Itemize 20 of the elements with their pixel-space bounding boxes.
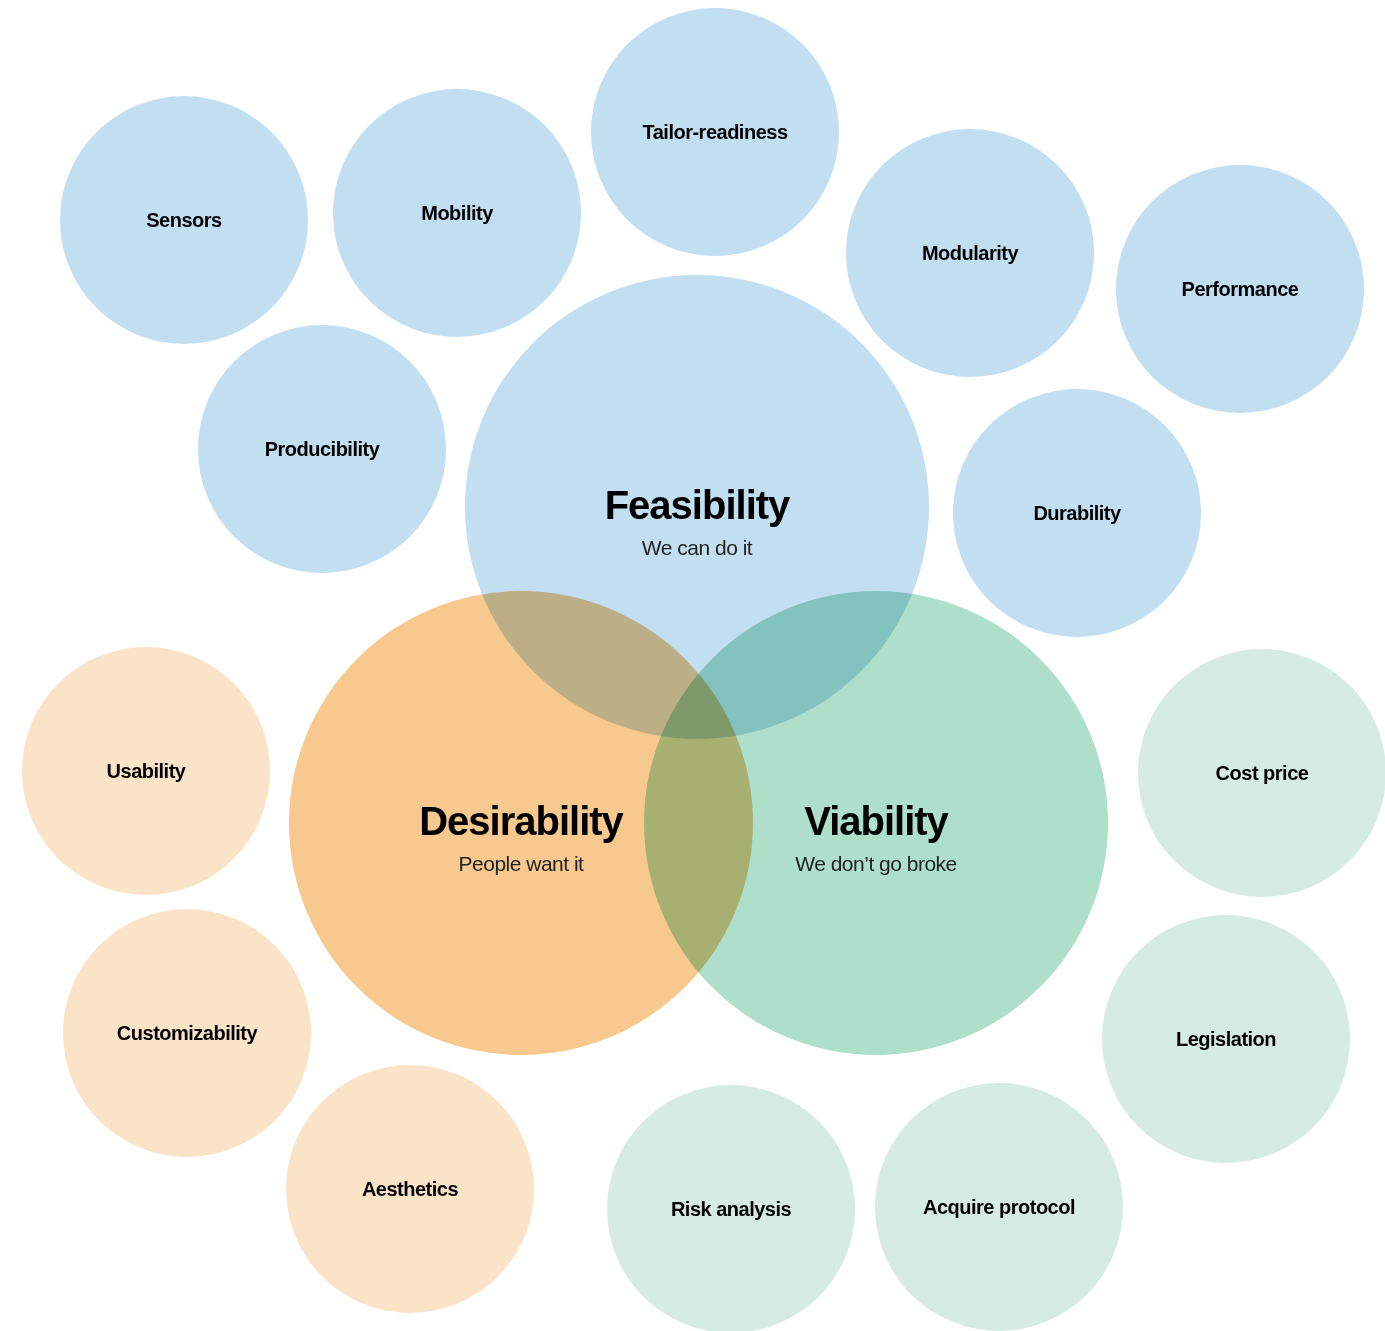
circle-title: Aesthetics [361,1177,459,1201]
circle-title: Performance [1181,277,1299,301]
circle-title: Sensors [146,208,222,232]
circle-title: Producibility [264,437,380,461]
circle-title: Risk analysis [670,1197,792,1221]
circle-title: Viability [804,798,948,844]
circle-title: Mobility [421,201,493,225]
circle-title: Cost price [1215,761,1309,785]
circle-title: Acquire protocol [923,1195,1075,1219]
circle-subtitle: We don’t go broke [795,851,957,876]
circle-title: Legislation [1175,1027,1277,1051]
circle-title: Durability [1033,501,1121,525]
circle-title: Tailor-readiness [642,120,788,144]
circle-title: Desirability [419,798,623,844]
circle-subtitle: People want it [458,851,584,876]
circle-title: Feasibility [604,482,790,528]
circle-subtitle: We can do it [641,535,753,560]
circle-title: Modularity [921,241,1019,265]
circle-title: Customizability [116,1021,258,1045]
circle-title: Usability [106,759,186,783]
